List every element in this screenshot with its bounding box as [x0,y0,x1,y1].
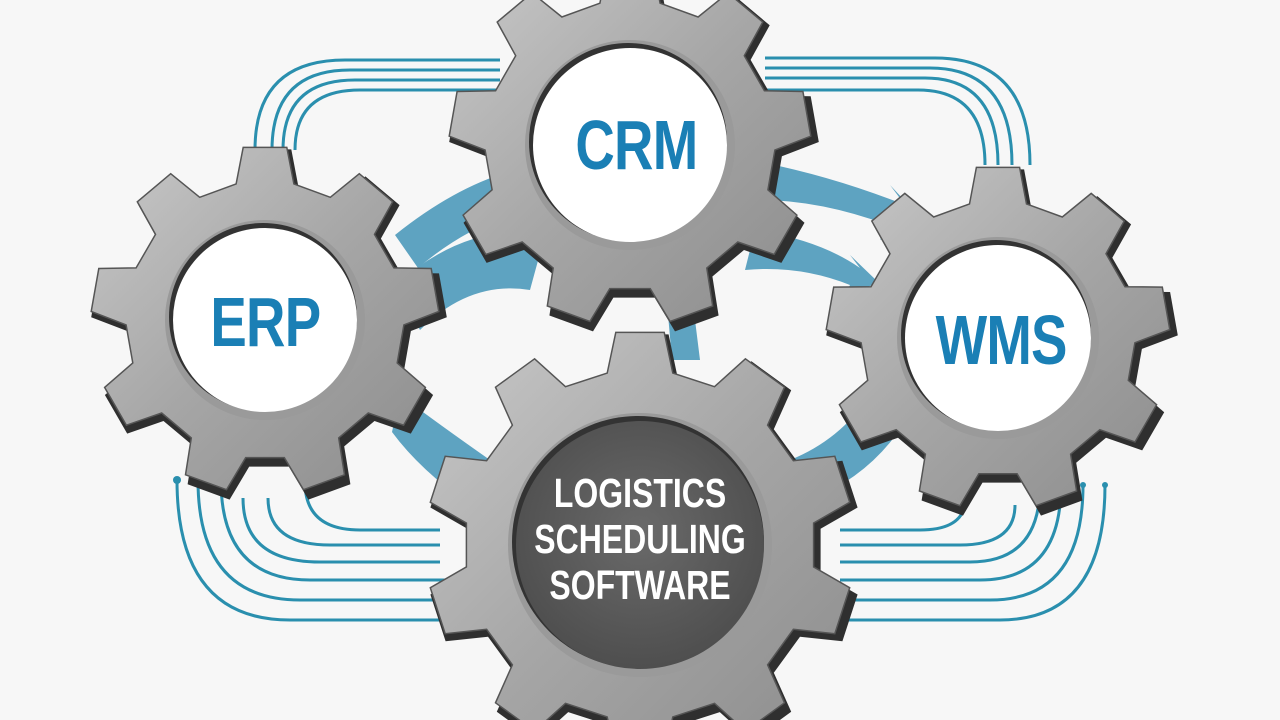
crm-gear-window [533,48,727,242]
crm-gear [448,0,819,332]
core-label-line-3: SOFTWARE [549,562,731,608]
wms-label: WMS [935,301,1068,379]
core-label-line-2: SCHEDULING [534,516,746,562]
erp-gear-window [173,228,357,412]
crm-label: CRM [575,106,698,184]
erp-label: ERP [210,283,321,361]
core-label-line-1: LOGISTICS [553,470,727,516]
wire-lines [175,56,1107,622]
gear-layer [90,0,1178,720]
core-label: LOGISTICS SCHEDULING SOFTWARE [507,470,772,608]
wms-gear-window [905,245,1091,431]
core-gear-hub [516,421,764,669]
erp-gear [90,146,447,500]
core-gear [429,331,858,720]
wms-gear [825,166,1178,516]
